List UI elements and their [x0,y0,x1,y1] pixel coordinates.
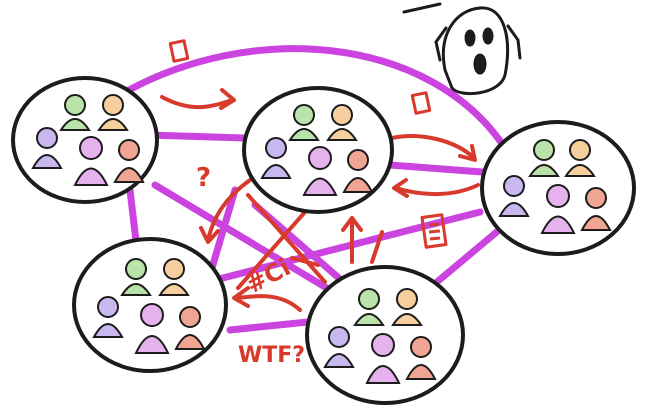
person-icon [92,296,124,338]
arrow [370,230,384,264]
connection-line [116,45,509,152]
person-icon [498,175,530,217]
arrow [160,95,234,110]
person-icon [564,139,596,177]
person-icon [120,258,152,296]
arrow-head [392,178,409,198]
connection-line [226,318,312,334]
person-icon [365,333,401,384]
arrow-head [199,226,220,244]
person-icon [540,184,576,234]
connection-line [421,221,509,296]
connection-line [386,161,486,176]
person-icon [342,149,374,193]
person-icon [31,127,63,169]
connection-line [144,131,249,142]
person-icon [528,139,560,177]
person-icon [288,104,320,141]
arrow-head [341,216,363,232]
team-cluster [480,120,636,256]
person-icon [302,146,338,196]
document-icon [420,213,448,249]
person-icon [326,104,358,141]
team-cluster [11,76,159,204]
team-cluster [305,265,465,405]
person-icon [353,288,385,326]
arrow-head [219,88,236,110]
arrow [206,178,252,242]
person-icon [158,258,190,296]
team-cluster [72,237,228,373]
person-icon [174,306,206,350]
arrow [290,256,320,267]
arrow [394,183,480,197]
wtf-annotation: WTF? [238,343,305,368]
person-icon [323,326,355,368]
question-annotation: ? [196,163,211,193]
arrow-head [458,144,477,162]
person-icon [405,336,437,380]
document-icon [410,91,432,115]
arrow [246,193,327,284]
person-icon [134,303,170,354]
annotation-arrows [160,88,480,312]
person-icon [260,137,292,179]
arrow [236,210,307,290]
person-icon [97,94,129,131]
person-icon [580,187,612,231]
arrow-head [232,286,250,308]
connection-line [151,181,334,294]
person-icon [113,139,145,183]
team-cluster [242,86,394,214]
document-icon [168,39,190,63]
clusters [11,76,636,405]
person-icon [391,288,423,326]
connection-line [208,186,239,272]
person-icon [59,94,91,131]
arrow [390,134,476,160]
scared-face-icon [402,2,522,96]
person-icon [73,136,109,186]
arrow [234,294,302,312]
